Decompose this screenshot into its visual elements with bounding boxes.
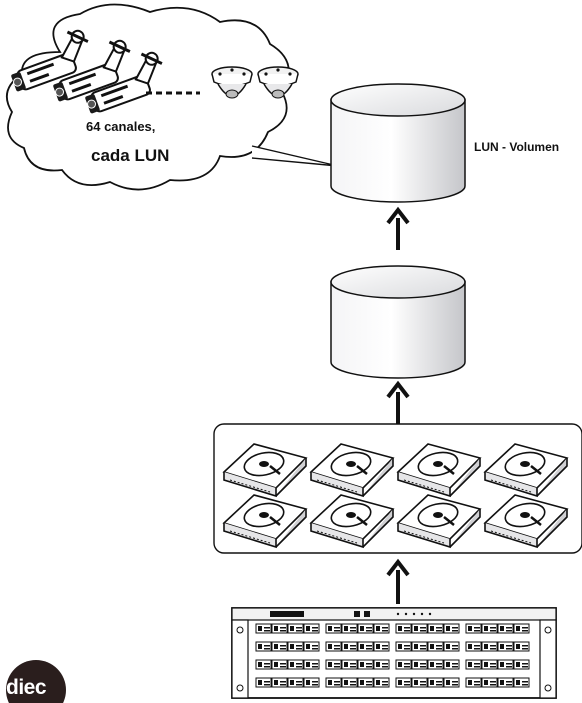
storage-server-icon	[231, 607, 557, 699]
lun-volume-label: LUN - Volumen	[474, 140, 560, 154]
arrow-up-icon	[386, 558, 410, 604]
cloud-caption-channels: 64 canales,	[86, 119, 156, 134]
lun-volume-cylinder	[330, 83, 466, 203]
storage-pool-cylinder	[330, 265, 466, 379]
cloud-caption-lun: cada LUN	[91, 146, 170, 165]
arrow-up-icon	[386, 380, 410, 426]
camera-cloud	[5, 3, 339, 191]
logo-text: diec	[6, 676, 47, 699]
logo-badge	[6, 660, 66, 703]
arrow-up-icon	[386, 206, 410, 250]
